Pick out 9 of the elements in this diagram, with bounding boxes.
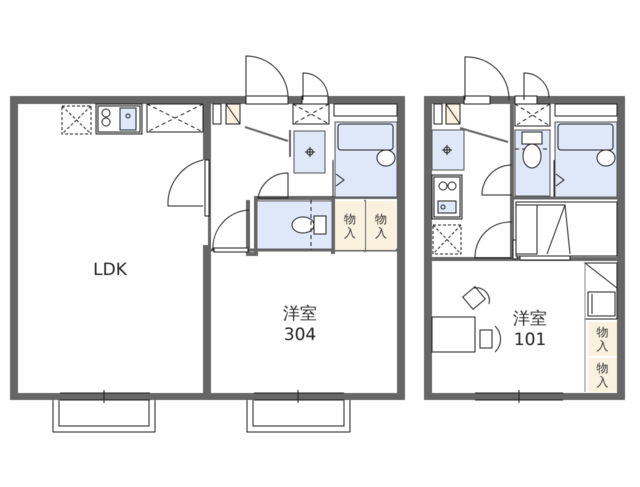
closet: 物入	[335, 201, 365, 250]
closet: 物入	[588, 358, 617, 392]
closet: 物入	[366, 201, 396, 250]
room-name: LDK	[93, 260, 127, 280]
room-number: 304	[284, 325, 316, 346]
room-number: 101	[514, 330, 546, 351]
room-name: 洋室	[283, 304, 317, 325]
room-name: 洋室	[513, 309, 547, 330]
closet: 物入	[588, 322, 617, 356]
